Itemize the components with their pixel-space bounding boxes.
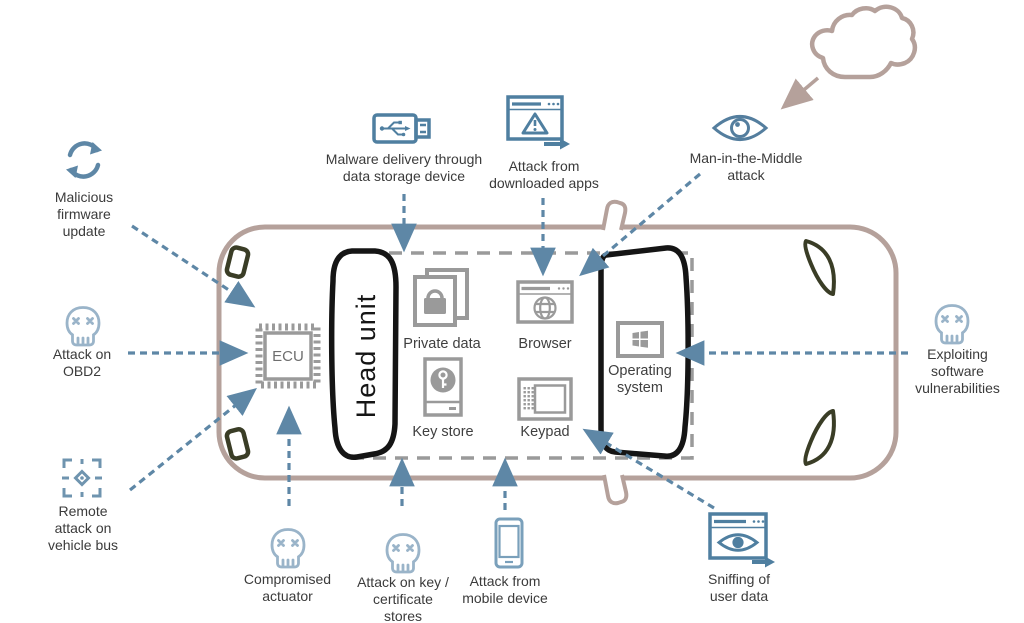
wheel-front-left [224,245,251,279]
windows-icon [616,321,664,358]
arrow-sniffing-to-keypad [582,428,715,510]
smartphone-icon [494,517,524,569]
wheel-front-right [224,427,251,461]
attack-label-sniffing: Sniffing of user data [707,571,770,605]
arrow-mitm-to-browser [579,172,702,277]
skull-icon [64,305,102,347]
wheel-rear-left [803,239,836,296]
ecu-label: ECU [272,347,304,365]
seat-left [328,248,399,460]
attack-label-downloaded-apps: Attack from downloaded apps [489,158,599,192]
skull-icon [933,303,971,345]
attack-label-obd2: Attack on OBD2 [52,346,112,380]
refresh-icon [62,138,106,182]
browser-warning-icon [506,95,572,151]
component-label-key-store: Key store [412,424,474,440]
component-label-operating-system: Operating system [608,363,672,397]
eye-icon [711,111,769,145]
cloud-icon [810,4,918,80]
keypad-icon [517,377,573,421]
chip-icon [255,323,321,389]
skull-icon [269,527,307,569]
attack-label-malicious-firmware: Malicious firmware update [54,189,114,240]
attack-label-exploiting-software: Exploiting software vulnerabilities [915,346,1000,397]
arrow-vehiclebus-to-ecu [128,387,257,492]
browser-eye-icon [708,512,776,568]
usb-drive-icon [372,110,434,148]
attack-label-malware-storage: Malware delivery through data storage de… [325,151,483,185]
component-label-private-data: Private data [403,336,481,352]
attack-label-key-certificate: Attack on key / certificate stores [357,574,449,623]
attack-label-remote-vehicle-bus: Remote attack on vehicle bus [47,503,119,554]
crosshair-icon [60,456,104,500]
wheel-rear-right [803,409,836,466]
arrow-cloud-to-mitm [780,76,820,110]
side-mirror-bottom [602,474,629,506]
attack-label-mobile-device: Attack from mobile device [462,573,548,607]
key-drive-icon [423,357,463,417]
head-unit-label: Head unit [351,293,381,419]
attack-label-compromised-actuator: Compromised actuator [243,571,332,605]
attack-label-mitm: Man-in-the-Middle attack [689,150,803,184]
side-mirror-top [601,199,628,231]
component-label-browser: Browser [518,336,572,352]
locked-documents-icon [413,268,471,328]
browser-globe-icon [516,280,574,324]
skull-icon [384,532,422,574]
component-label-keypad: Keypad [520,424,570,440]
